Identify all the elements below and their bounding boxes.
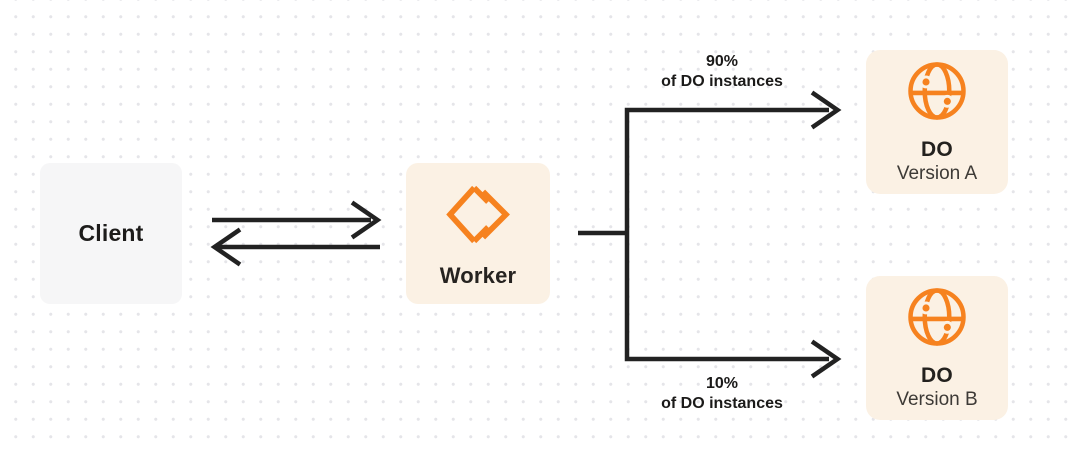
workers-logo-icon [446, 185, 510, 244]
arrow-worker-to-client [210, 227, 380, 267]
route-b-caption: of DO instances [661, 395, 783, 412]
route-a-percent: 90% [705, 53, 739, 70]
route-b-label: 10% of DO instances [612, 374, 832, 414]
arrow-client-to-worker [212, 200, 382, 240]
do-b-subtitle: Version B [896, 389, 978, 410]
arrow-to-do-version-a [810, 90, 842, 130]
node-do-version-b: DO Version B [866, 276, 1008, 420]
route-a-caption: of DO instances [661, 73, 783, 90]
node-do-version-a: DO Version A [866, 50, 1008, 194]
split-trunk-line [578, 107, 829, 362]
node-client: Client [40, 163, 182, 304]
node-worker: Worker [406, 163, 550, 304]
client-label: Client [78, 220, 144, 246]
route-b-percent: 10% [705, 375, 739, 392]
do-a-title: DO [920, 138, 954, 161]
route-a-label: 90% of DO instances [612, 52, 832, 92]
globe-icon [908, 62, 966, 120]
globe-icon [908, 288, 966, 346]
do-a-subtitle: Version A [896, 163, 978, 184]
do-b-title: DO [920, 364, 954, 387]
worker-label: Worker [439, 263, 517, 288]
arrow-to-do-version-b [810, 339, 842, 379]
